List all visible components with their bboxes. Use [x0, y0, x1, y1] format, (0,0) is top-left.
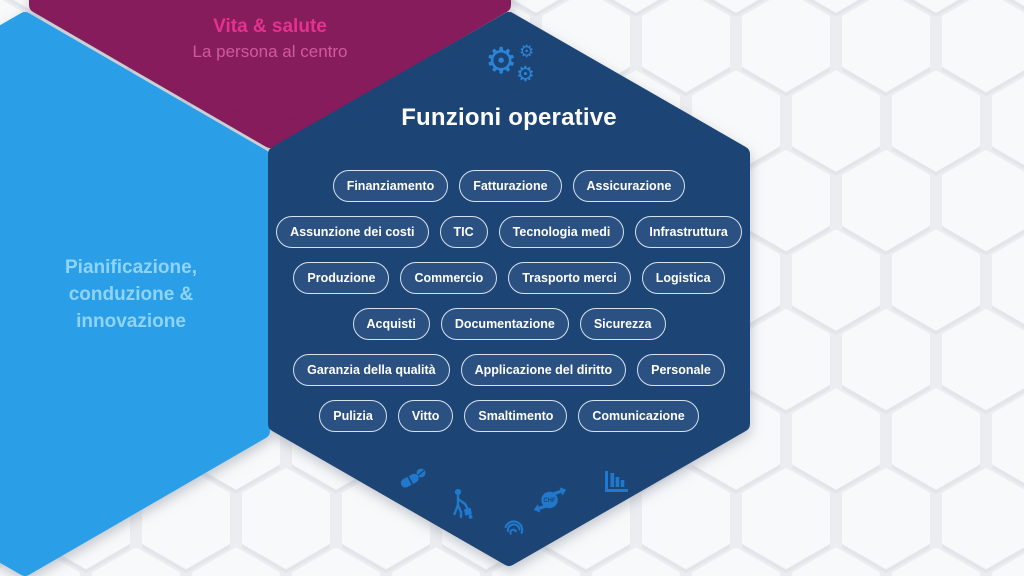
- function-pill: Assicurazione: [572, 170, 686, 202]
- function-pill: Documentazione: [440, 308, 569, 340]
- function-pill: Trasporto merci: [508, 262, 631, 294]
- vita-subtitle: La persona al centro: [192, 42, 348, 61]
- function-pill: Vitto: [397, 400, 454, 432]
- function-pill: Personale: [637, 354, 725, 386]
- fingerprint-icon: [504, 520, 524, 535]
- pill-row: Finanziamento Fatturazione Assicurazione: [332, 170, 686, 202]
- function-pill: Sicurezza: [579, 308, 666, 340]
- function-pill: Garanzia della qualità: [293, 354, 450, 386]
- funzioni-content: Funzioni operative Finanziamento Fatturaz…: [276, 0, 742, 576]
- bar-chart-icon: [605, 471, 628, 492]
- function-pill: Comunicazione: [578, 400, 699, 432]
- function-pill: TIC: [439, 216, 488, 248]
- function-pill: Logistica: [641, 262, 725, 294]
- pill-row: Acquisti Documentazione Sicurezza: [352, 308, 666, 340]
- gear-small-icon: ⚙: [519, 42, 535, 62]
- function-pill: Acquisti: [352, 308, 430, 340]
- pianificazione-line-3: innovazione: [76, 311, 186, 332]
- function-pill: Commercio: [400, 262, 498, 294]
- pill-row: Garanzia della qualità Applicazione del d…: [293, 354, 725, 386]
- pianificazione-line-2: conduzione &: [68, 284, 194, 305]
- pianificazione-hexagon: [0, 12, 270, 576]
- funzioni-title: Funzioni operative: [401, 104, 617, 131]
- function-pill: Tecnologia medi: [498, 216, 625, 248]
- function-pill: Produzione: [293, 262, 390, 294]
- pill-row: Pulizia Vitto Smaltimento Comunicazione: [319, 400, 699, 432]
- porter-luggage-icon: [453, 488, 473, 519]
- vita-label-group: Vita & salute La persona al centro: [37, 14, 503, 64]
- function-pill: Pulizia: [319, 400, 387, 432]
- pianificazione-line-1: Pianificazione,: [65, 257, 197, 278]
- function-pill: Applicazione del diritto: [460, 354, 627, 386]
- medication-pills-icon: [400, 468, 426, 488]
- chf-label: CHF: [543, 498, 556, 504]
- pianificazione-label-group: Pianificazione, conduzione & innovazione: [0, 254, 262, 335]
- function-pill: Infrastruttura: [635, 216, 742, 248]
- function-pill: Smaltimento: [464, 400, 568, 432]
- vita-hexagon: [29, 0, 511, 148]
- function-pill: Assunzione dei costi: [276, 216, 429, 248]
- pill-row: Assunzione dei costi TIC Tecnologia medi In…: [276, 216, 742, 248]
- function-pill: Fatturazione: [459, 170, 562, 202]
- pill-row: Produzione Commercio Trasporto merci Logist…: [293, 262, 725, 294]
- gears-icon: ⚙: [485, 41, 518, 82]
- chf-currency-exchange-icon: CHF: [533, 487, 567, 513]
- gear-medium-icon: ⚙: [516, 62, 535, 86]
- vita-title: Vita & salute: [213, 16, 327, 37]
- function-pill: Finanziamento: [332, 170, 449, 202]
